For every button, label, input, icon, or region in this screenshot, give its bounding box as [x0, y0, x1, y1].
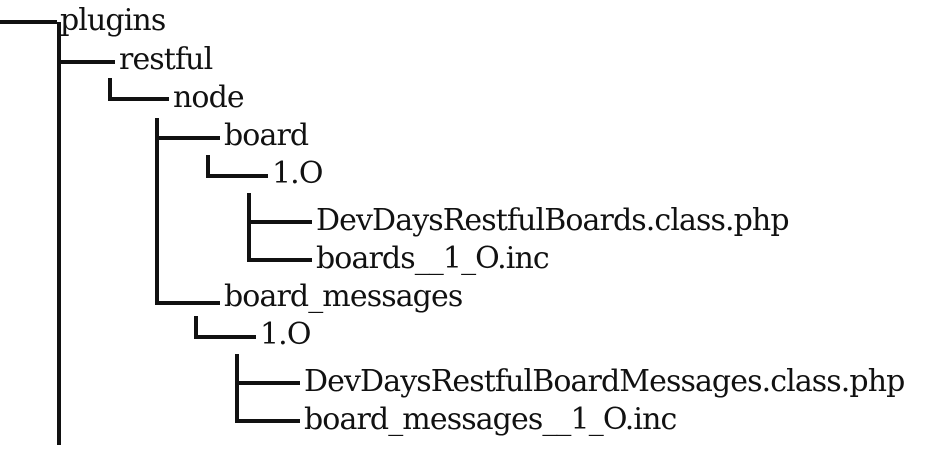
tree-node-node: node: [173, 80, 245, 115]
tree-node-board: board: [224, 118, 309, 153]
tree-node-plugins: plugins: [60, 3, 166, 38]
tree-node-board-messages-1-0-inc: board_messages__1_O.inc: [304, 402, 677, 437]
tree-node-devdaysrestfulboardmessages-class-php: DevDaysRestfulBoardMessages.class.php: [304, 364, 905, 399]
tree-node-board-messages-1-0: 1.O: [260, 317, 311, 352]
tree-node-board-messages: board_messages: [224, 279, 463, 314]
tree-node-boards-1-0-inc: boards__1_O.inc: [316, 241, 550, 276]
tree-node-board-1-0: 1.O: [272, 156, 323, 191]
tree-node-devdaysrestfulboards-class-php: DevDaysRestfulBoards.class.php: [316, 203, 790, 238]
tree-node-restful: restful: [119, 42, 213, 77]
